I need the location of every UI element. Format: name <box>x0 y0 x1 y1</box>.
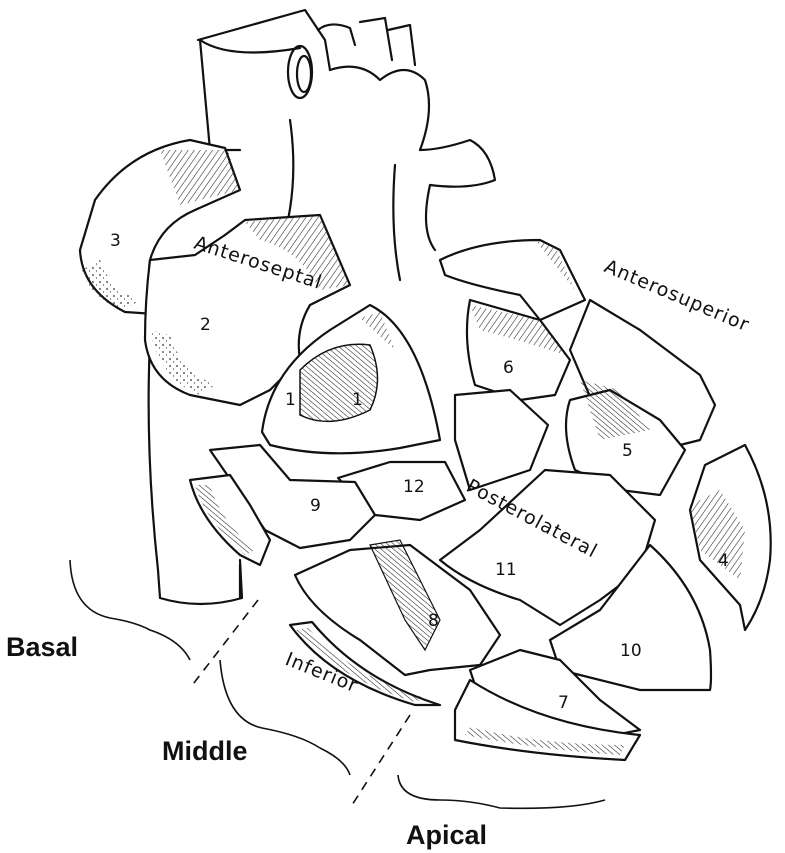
segment-2-number: 2 <box>200 315 211 335</box>
segment-3-number: 3 <box>110 231 121 251</box>
middle-apical-divider <box>352 715 410 805</box>
basal-middle-divider <box>190 600 258 688</box>
segment-6: 6 <box>467 300 570 400</box>
segment-8-number: 8 <box>428 611 439 631</box>
blank-patch <box>24 20 104 130</box>
segment-1-number-b: 1 <box>352 390 363 410</box>
segment-4: 4 <box>690 445 771 630</box>
segment-12-number: 12 <box>403 477 425 497</box>
basal-label: Basal <box>6 632 78 662</box>
posterior-block <box>455 390 548 490</box>
segment-10-number: 10 <box>620 641 642 661</box>
segment-11-number: 11 <box>495 560 517 580</box>
basal-brace <box>70 560 190 660</box>
segment-6-number: 6 <box>503 358 514 378</box>
apical-label: Apical <box>406 820 487 850</box>
segment-9-number: 9 <box>310 496 321 516</box>
middle-label: Middle <box>162 736 248 766</box>
segment-7-number: 7 <box>558 693 569 713</box>
segment-1-number-a: 1 <box>285 390 296 410</box>
segment-4-number: 4 <box>718 551 729 571</box>
apical-brace <box>398 775 605 808</box>
segment-5-number: 5 <box>622 441 633 461</box>
